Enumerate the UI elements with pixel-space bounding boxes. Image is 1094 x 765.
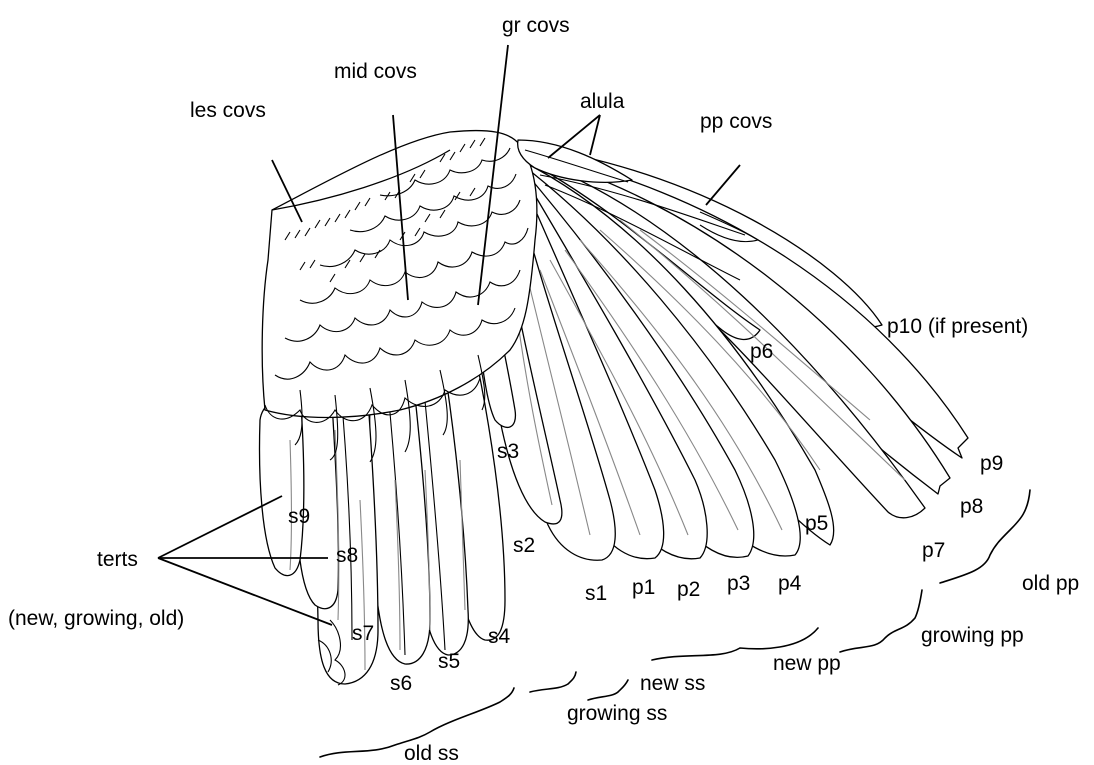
label-s5: s5 [438, 650, 460, 673]
label-new-ss: new ss [640, 672, 705, 695]
label-p6: p6 [750, 340, 773, 363]
leader-alula-1 [547, 114, 601, 159]
label-s7: s7 [352, 622, 374, 645]
brace-growing-ss-1 [529, 671, 577, 693]
brace-old-pp [939, 489, 1031, 584]
label-old-ss: old ss [404, 742, 459, 765]
label-p5: p5 [805, 512, 828, 535]
label-pp-covs: pp covs [700, 110, 772, 133]
label-s3: s3 [497, 440, 519, 463]
label-s4: s4 [488, 625, 511, 648]
leader-alula-2 [589, 114, 601, 156]
alula-shape [516, 139, 633, 184]
label-les-covs: les covs [190, 99, 266, 122]
leader-gr-covs [477, 44, 509, 306]
leader-pp-covs [705, 164, 741, 206]
labels: les covs mid covs gr covs alula pp covs … [8, 14, 1079, 765]
label-p2: p2 [677, 578, 700, 601]
group-braces [319, 489, 1031, 758]
label-s9: s9 [288, 505, 310, 528]
brace-new-pp [651, 627, 819, 661]
label-p3: p3 [727, 572, 750, 595]
brace-old-ss [319, 687, 515, 758]
label-s2: s2 [513, 534, 535, 557]
leader-mid-covs [392, 114, 409, 301]
label-alula: alula [580, 90, 625, 113]
label-gr-covs: gr covs [502, 14, 570, 37]
leader-terts-s7 [157, 557, 333, 626]
label-s8: s8 [336, 544, 358, 567]
label-p1: p1 [632, 576, 655, 599]
label-mid-covs: mid covs [334, 60, 417, 83]
label-p7: p7 [922, 539, 945, 562]
leader-lines [157, 44, 741, 626]
label-new-pp: new pp [773, 652, 841, 675]
brace-growing-pp [839, 589, 923, 653]
label-old-pp: old pp [1022, 572, 1079, 595]
coverts [261, 129, 760, 463]
label-p4: p4 [778, 572, 802, 595]
label-growing-pp: growing pp [921, 624, 1024, 647]
brace-growing-ss-2 [587, 679, 629, 701]
label-terts: terts [97, 548, 138, 571]
label-p8: p8 [960, 495, 983, 518]
label-s6: s6 [390, 672, 412, 695]
label-s1: s1 [585, 582, 607, 605]
label-terts-note: (new, growing, old) [8, 607, 184, 630]
label-p10: p10 (if present) [887, 315, 1028, 338]
leader-les-covs [271, 159, 303, 223]
label-growing-ss: growing ss [567, 702, 667, 725]
coverts-area [261, 129, 538, 419]
label-p9: p9 [980, 452, 1003, 475]
leader-terts-s9 [157, 495, 283, 559]
feather-s9 [258, 389, 305, 577]
primary-feathers [477, 144, 969, 561]
